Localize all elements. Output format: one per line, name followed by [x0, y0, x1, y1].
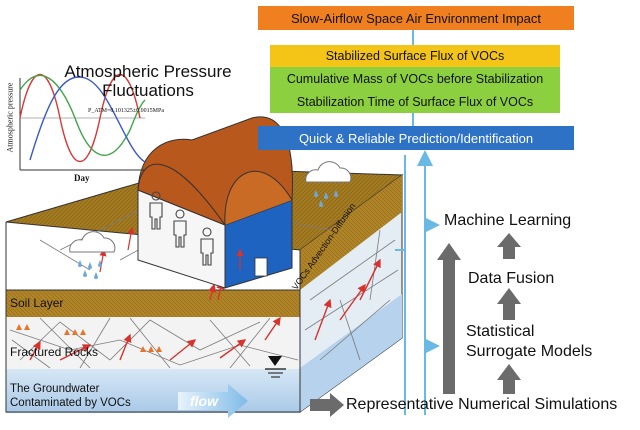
groundwater-front — [6, 369, 300, 413]
groundwater-line1: The Groundwater — [10, 383, 100, 395]
house-door — [254, 257, 268, 277]
data-fusion-label: Data Fusion — [468, 270, 555, 287]
upward-flux-arrows — [16, 324, 162, 352]
voc-transport-arrows — [29, 248, 381, 361]
pressure-wave-green — [19, 74, 146, 156]
machine-learning-label: Machine Learning — [444, 212, 572, 229]
building — [99, 116, 294, 289]
fractured-rock-front — [6, 317, 300, 369]
groundwater-line2: Contaminated by VOCs — [10, 397, 131, 409]
people-icons — [149, 191, 214, 266]
box-connector-1 — [412, 30, 414, 45]
pressure-wave-red — [19, 73, 141, 163]
water-table-marker — [265, 356, 286, 378]
green-box — [270, 67, 560, 113]
pressure-inset-chart — [19, 73, 146, 171]
soil-front-band — [6, 290, 300, 317]
surrogate-line2: Surrogate Models — [466, 343, 593, 360]
flux-box: Stabilized Surface Flux of VOCs — [270, 45, 560, 67]
groundwater-label: The Groundwater Contaminated by VOCs — [10, 382, 131, 410]
groundwater-flow-arrow — [178, 384, 248, 418]
rain-cloud-left — [69, 231, 116, 279]
soil-layer-label: Soil Layer — [10, 296, 64, 310]
surrogate-line1: Statistical — [466, 323, 535, 340]
pressure-wave-blue — [29, 76, 146, 163]
surrogate-models-label: Statistical Surrogate Models — [466, 322, 592, 362]
inset-x-axis-label: Day — [74, 173, 90, 183]
inset-chart-title: Atmospheric Pressure Fluctuations — [58, 62, 238, 100]
prediction-box: Quick & Reliable Prediction/Identificati… — [258, 126, 574, 150]
inset-y-axis-label: Atmospheric pressure — [5, 82, 15, 153]
block-front-face-outline — [5, 289, 301, 413]
flow-label: flow — [190, 393, 218, 409]
process-arrows — [310, 233, 521, 417]
gw-right-band — [300, 294, 402, 412]
box-connector-2 — [412, 113, 414, 126]
inset-annotation: P_ATM=0.101325±0.0015MPa — [88, 108, 165, 114]
rain-cloud-right — [305, 161, 352, 207]
fractured-rocks-label: Fractured Rocks — [10, 345, 99, 359]
framework-connectors — [395, 150, 440, 415]
inset-title-line2: Fluctuations — [102, 81, 194, 100]
time-box: Stabilization Time of Surface Flux of VO… — [296, 94, 534, 109]
inset-title-line1: Atmospheric Pressure — [64, 62, 232, 81]
soil-right-band — [300, 175, 402, 290]
impact-box: Slow-Airflow Space Air Environment Impac… — [258, 6, 574, 30]
mass-box: Cumulative Mass of VOCs before Stabiliza… — [286, 71, 544, 86]
numerical-simulations-label: Representative Numerical Simulations — [346, 396, 618, 413]
